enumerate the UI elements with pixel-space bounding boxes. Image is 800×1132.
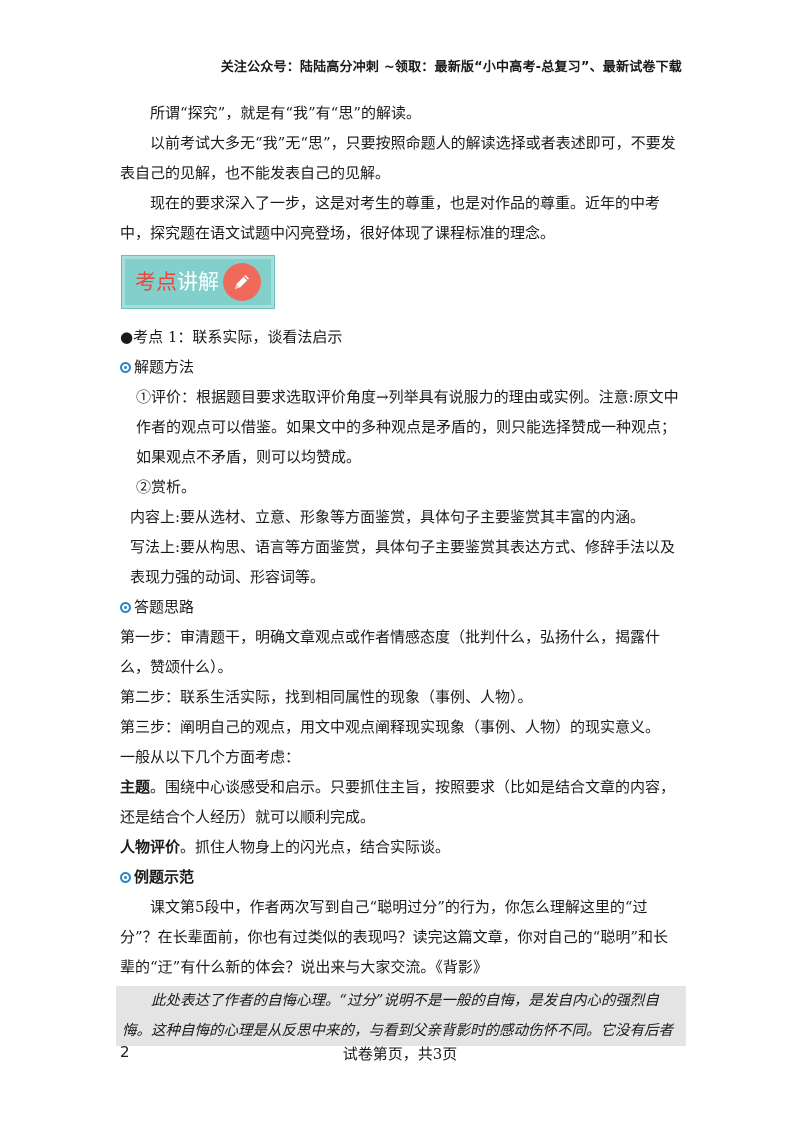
- ideas-step-3: 第三步：阐明自己的观点，用文中观点阐释现实现象（事例、人物）的现实意义。: [120, 718, 661, 736]
- ideas-general: 一般从以下几个方面考虑：: [120, 748, 301, 766]
- kaodian-badge-wrap: 考点讲解: [121, 255, 682, 309]
- method-writing: 写法上:要从构思、语言等方面鉴赏，具体句子主要鉴赏其表达方式、修辞手法以及表现力…: [130, 538, 676, 586]
- ideas-heading: 答题思路: [120, 592, 682, 622]
- example-heading: 例题示范: [120, 862, 682, 892]
- circle-bullet-icon: [120, 361, 131, 373]
- document-body: 所谓“探究”，就是有“我”有“思”的解读。 以前考试大多无“我”无“思”，只要按…: [116, 98, 686, 1046]
- method-heading: 解题方法: [120, 352, 682, 382]
- intro-paragraph-3: 现在的要求深入了一步，这是对考生的尊重，也是对作品的尊重。近年的中考中，探究题在…: [120, 194, 661, 242]
- kaodian-badge: 考点讲解: [121, 255, 275, 309]
- ideas-step-1: 第一步：审清题干，明确文章观点或作者情感态度（批判什么，弘扬什么，揭露什么，赞颂…: [120, 628, 661, 676]
- pencil-icon: [223, 263, 261, 301]
- ideas-person: 人物评价。抓住人物身上的闪光点，结合实际谈。: [120, 838, 451, 856]
- method-eval: ①评价：根据题目要求选取评价角度→列举具有说服力的理由或实例。注意:原文中作者的…: [136, 388, 679, 466]
- page-header: 关注公众号：陆陆高分冲刺 ~领取：最新版“小中高考-总复习”、最新试卷下载: [220, 60, 682, 75]
- page-number: 2: [120, 1043, 130, 1061]
- ideas-step-2: 第二步：联系生活实际，找到相同属性的现象（事例、人物）。: [120, 688, 533, 706]
- intro-paragraph-2: 以前考试大多无“我”无“思”，只要按照命题人的解读选择或者表述即可，不要发表自己…: [120, 134, 676, 182]
- badge-label: 考点讲解: [135, 270, 219, 294]
- example-question: 课文第5段中，作者两次写到自己“聪明过分”的行为，你怎么理解这里的“过分”？在长…: [120, 898, 669, 976]
- circle-bullet-icon: [120, 601, 131, 613]
- method-appreciate: ②赏析。: [136, 478, 197, 496]
- point-1-title: ●考点 1：联系实际，谈看法启示: [120, 328, 343, 346]
- method-content: 内容上:要从选材、立意、形象等方面鉴赏，具体句子主要鉴赏其丰富的内涵。: [130, 508, 646, 526]
- intro-paragraph-1: 所谓“探究”，就是有“我”有“思”的解读。: [150, 104, 422, 122]
- page-footer: 试卷第页，共3页: [342, 1045, 458, 1063]
- example-answer: 此处表达了作者的自悔心理。“过分”说明不是一般的自悔，是发自内心的强烈自悔。这种…: [116, 986, 686, 1046]
- ideas-theme: 主题。围绕中心谈感受和启示。只要抓住主旨，按照要求（比如是结合文章的内容，还是结…: [120, 778, 676, 826]
- circle-bullet-icon: [120, 871, 131, 883]
